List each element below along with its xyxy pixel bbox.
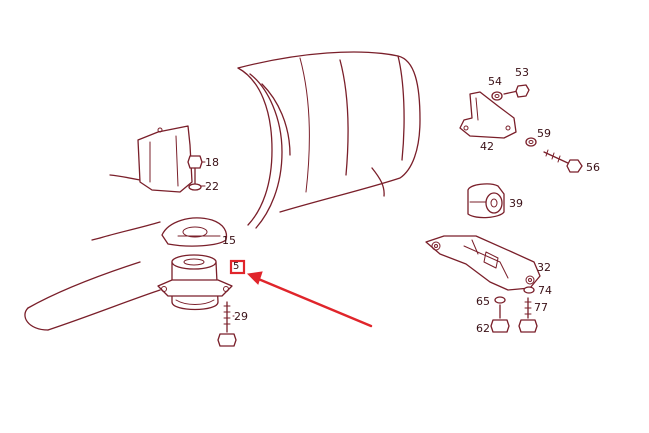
highlight-box bbox=[229, 259, 246, 275]
callout-29: 29 bbox=[234, 310, 248, 323]
callout-56: 56 bbox=[586, 161, 600, 174]
highlight-arrow-shaft bbox=[254, 276, 373, 328]
mount-plate-15 bbox=[161, 217, 228, 247]
callout-54: 54 bbox=[488, 75, 502, 88]
callout-65: 65 bbox=[476, 295, 490, 308]
leader-lines bbox=[200, 161, 235, 317]
callout-18: 18 bbox=[205, 156, 219, 169]
callout-42: 42 bbox=[480, 140, 494, 153]
callout-74: 74 bbox=[538, 284, 552, 297]
callout-22: 22 bbox=[205, 180, 219, 193]
callout-5: 5 bbox=[233, 261, 240, 272]
housing-bracket bbox=[137, 125, 193, 193]
highlight-annotation bbox=[229, 259, 373, 328]
highlight-arrow-head bbox=[246, 271, 263, 285]
engine-mount-5 bbox=[157, 254, 233, 311]
transmission-housing bbox=[24, 51, 421, 331]
callout-32: 32 bbox=[537, 261, 551, 274]
callout-39: 39 bbox=[509, 197, 523, 210]
washer-65 bbox=[494, 296, 506, 304]
washer-74 bbox=[523, 286, 535, 294]
bolt-56 bbox=[543, 149, 583, 173]
nut-54 bbox=[491, 91, 503, 101]
nut-62 bbox=[490, 304, 510, 333]
callout-15: 15 bbox=[222, 234, 236, 247]
cross-member-32 bbox=[425, 235, 541, 291]
bolt-77 bbox=[518, 297, 538, 333]
washer-22 bbox=[188, 183, 202, 191]
bolt-18 bbox=[187, 155, 203, 185]
callout-53: 53 bbox=[515, 66, 529, 79]
mount-39 bbox=[467, 183, 505, 219]
callout-62: 62 bbox=[476, 322, 490, 335]
bolt-53 bbox=[503, 84, 530, 98]
callout-77: 77 bbox=[534, 301, 548, 314]
washer-59 bbox=[525, 137, 537, 147]
bolt-29 bbox=[217, 301, 237, 347]
callout-59: 59 bbox=[537, 127, 551, 140]
bracket-42 bbox=[459, 91, 517, 139]
